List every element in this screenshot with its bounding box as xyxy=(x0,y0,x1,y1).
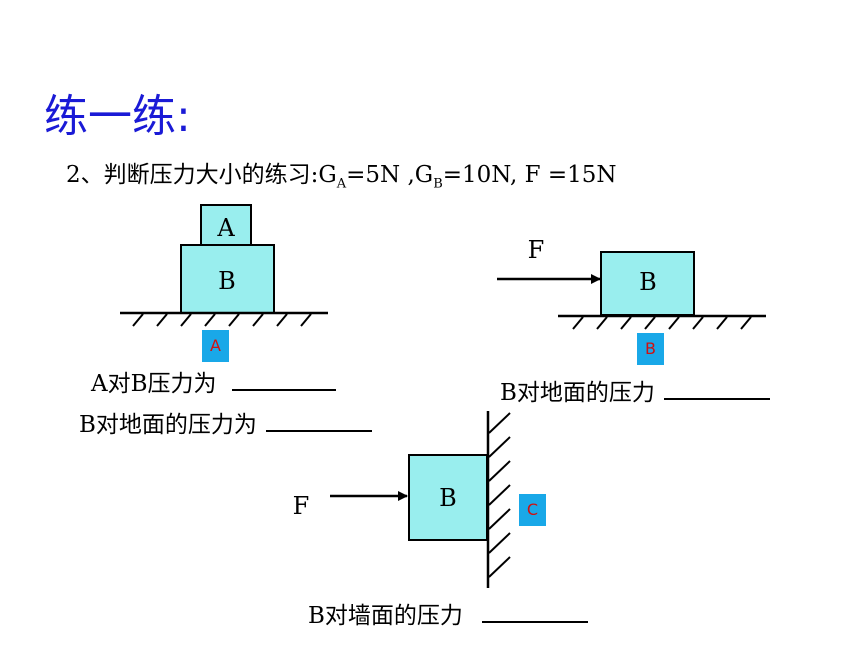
answer-blank-b-on-ground-1[interactable] xyxy=(266,429,373,432)
block-b-figure1 xyxy=(180,244,275,314)
ground-hatch-figure1 xyxy=(132,313,312,327)
question-b-on-ground-1: B对地面的压力为 xyxy=(79,405,373,439)
gb-value: =10N, F =15N xyxy=(442,162,617,188)
figure-stacked-blocks: A B xyxy=(120,204,328,327)
force-label-figure3: F xyxy=(293,492,310,520)
tag-a: A xyxy=(202,330,229,362)
wall-hatch xyxy=(488,412,511,578)
block-b-label-figure2: B xyxy=(639,268,657,296)
answer-blank-b-on-wall[interactable] xyxy=(482,620,589,623)
ga-subscript: A xyxy=(336,176,347,192)
answer-blank-a-on-b[interactable] xyxy=(231,388,336,391)
problem-statement: 2、判断压力大小的练习:GA=5N ,GB=10N, F =15N xyxy=(66,155,617,192)
question-b-on-ground-1-text: B对地面的压力为 xyxy=(79,412,257,438)
question-b-on-ground-2-text: B对地面的压力 xyxy=(500,380,655,406)
question-b-on-wall: B对墙面的压力 xyxy=(308,596,589,630)
block-b-label-figure3: B xyxy=(439,484,457,512)
figure-wall-push: F B xyxy=(293,411,511,588)
question-b-on-ground-2: B对地面的压力 xyxy=(500,373,771,407)
page-title: 练一练: xyxy=(44,91,191,142)
tag-c: C xyxy=(519,494,546,526)
figure-floor-push: F B xyxy=(497,236,766,330)
block-a-label: A xyxy=(216,214,235,242)
ga-value: =5N ,G xyxy=(346,162,434,188)
answer-blank-b-on-ground-2[interactable] xyxy=(664,397,771,400)
question-b-on-wall-text: B对墙面的压力 xyxy=(308,603,463,629)
block-b-label-figure1: B xyxy=(218,267,236,295)
ground-hatch-figure2 xyxy=(572,316,752,330)
block-b-figure2 xyxy=(600,251,695,316)
block-a xyxy=(200,204,252,246)
gb-subscript: B xyxy=(433,176,443,192)
problem-prefix: 2、判断压力大小的练习:G xyxy=(66,162,337,188)
question-a-on-b: A对B压力为 xyxy=(91,364,336,398)
tag-b: B xyxy=(637,333,664,365)
question-a-on-b-text: A对B压力为 xyxy=(91,371,217,397)
force-label-figure2: F xyxy=(528,236,545,264)
